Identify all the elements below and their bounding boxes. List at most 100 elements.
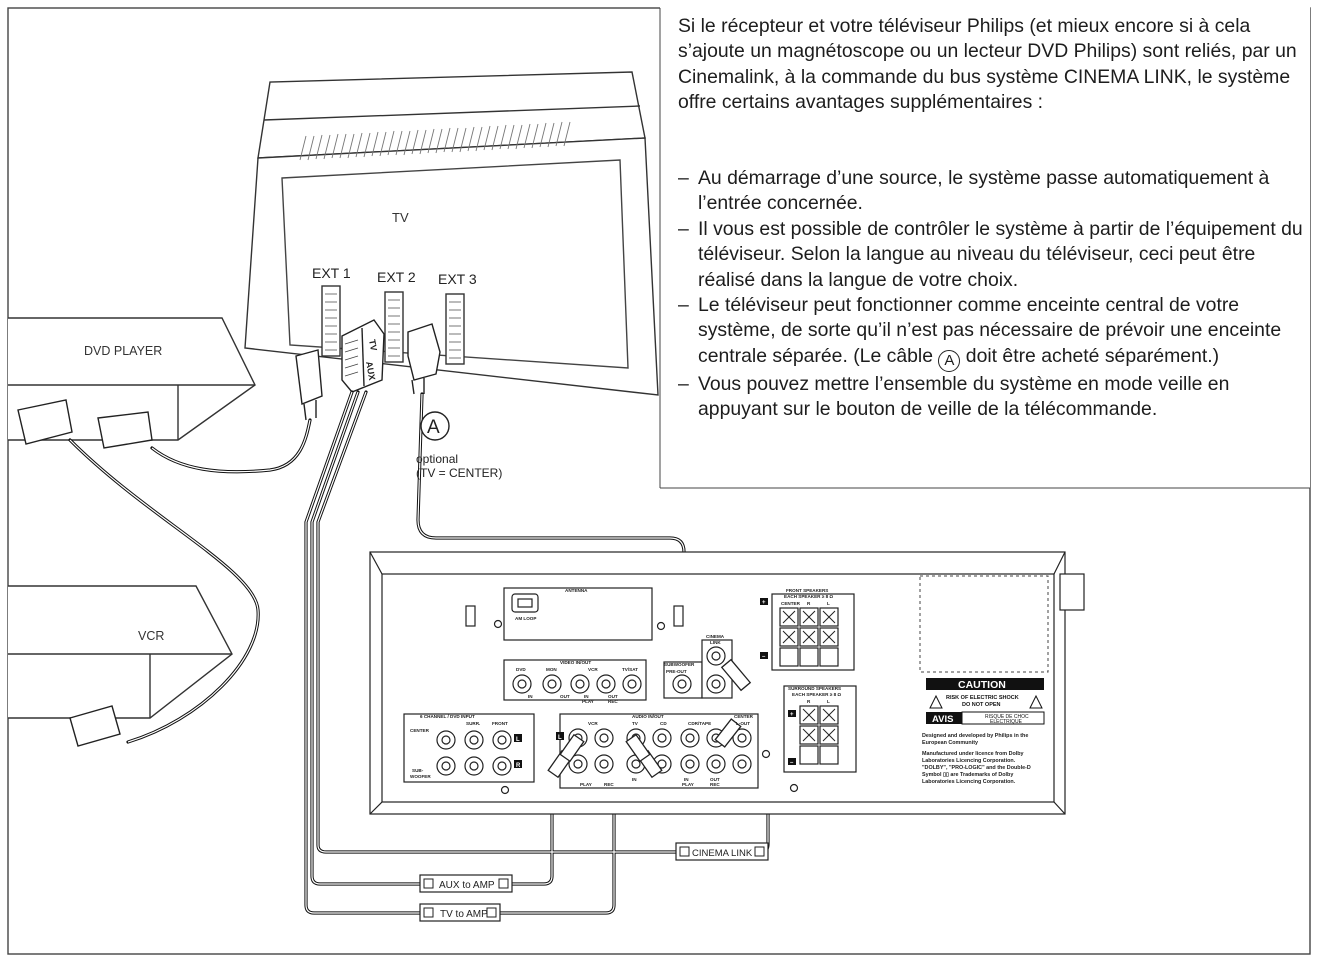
audio-tv-label: TV xyxy=(632,721,639,726)
subwoofer-label: SUBWOOFER xyxy=(664,662,695,667)
am-loop-label: AM LOOP xyxy=(515,616,536,621)
advantages-list: Au démarrage d’une source, le système pa… xyxy=(678,166,1308,423)
warning-icon xyxy=(1029,694,1043,709)
bullet-2-text: Il vous est possible de contrôler le sys… xyxy=(698,217,1303,291)
avis-line1: RISQUE DE CHOC xyxy=(985,714,1029,720)
list-item: Il vous est possible de contrôler le sys… xyxy=(678,217,1308,293)
front-speakers-label: FRONT SPEAKERS xyxy=(786,588,828,593)
ext3-label: EXT 3 xyxy=(438,271,477,287)
audio-play-label: PLAY xyxy=(682,782,694,787)
caution-line1: RISK OF ELECTRIC SHOCK xyxy=(946,695,1019,701)
ext2-label: EXT 2 xyxy=(377,269,416,285)
video-in-out-label: VIDEO IN/OUT xyxy=(560,660,591,665)
pre-out-label: PRE-OUT xyxy=(666,669,687,674)
cable-a-tv-center: (TV = CENTER) xyxy=(416,466,502,480)
audio-l: L xyxy=(558,735,562,741)
six-surr-label: SURR. xyxy=(466,721,480,726)
audio-out-label: OUT xyxy=(710,777,720,782)
avis-line2: ELECTRIQUE xyxy=(990,719,1023,725)
license-line4: Symbol ▯▯ are Trademarks of Dolby xyxy=(922,772,1013,778)
audio-rec-label: REC xyxy=(710,782,720,787)
surround-l-label: L xyxy=(827,699,830,704)
audio-vcr-rec-label: REC xyxy=(604,782,614,787)
front-center-label: CENTER xyxy=(781,601,801,606)
license-line2: Laboratories Licencing Corporation. xyxy=(922,758,1016,764)
six-ch-l-mark xyxy=(514,734,522,742)
link-label: LINK xyxy=(710,640,721,645)
tv-to-amp-tag: TV to AMP xyxy=(419,903,501,922)
bullet-1-text: Au démarrage d’une source, le système pa… xyxy=(698,167,1270,215)
video-out-label: OUT xyxy=(560,694,570,699)
surr-minus: – xyxy=(790,760,794,766)
ext3-plug xyxy=(407,323,441,395)
audio-in-play-label: IN xyxy=(684,777,689,782)
rca-plugs xyxy=(547,658,752,779)
l-out-label: L-OUT xyxy=(736,721,750,726)
video-dvd-label: DVD xyxy=(516,667,526,672)
six-ch-r-mark xyxy=(514,760,522,768)
scart-tv-label: TV xyxy=(367,339,379,352)
vcr-scart-plug xyxy=(69,705,121,747)
cable-a-marker: A xyxy=(427,417,440,438)
audio-cdr-label: CDR/TAPE xyxy=(688,721,711,726)
ext2-socket xyxy=(384,291,404,363)
center-out-label: CENTER xyxy=(734,714,754,719)
bullet-4-text: Vous pouvez mettre l’ensemble du système… xyxy=(698,372,1230,421)
license-line3: "DOLBY", "PRO-LOGIC" and the Double-D xyxy=(922,765,1031,771)
list-item: Le téléviseur peut fonctionner comme enc… xyxy=(678,293,1308,372)
front-minus: – xyxy=(762,654,766,660)
audio-vcr-label: VCR xyxy=(588,721,598,726)
vcr-label: VCR xyxy=(138,629,164,643)
vcr xyxy=(8,585,233,719)
tv-to-amp-label: TV to AMP xyxy=(440,909,488,920)
video-out-rec-label: OUT xyxy=(608,694,618,699)
dvd-to-tv-plug xyxy=(295,349,323,421)
audio-in-out-label: AUDIO IN/OUT xyxy=(632,714,664,719)
rear-label-area xyxy=(919,575,1049,673)
tv xyxy=(244,71,659,396)
video-in-play-label: IN xyxy=(584,694,589,699)
intro-paragraph: Si le récepteur et votre téléviseur Phil… xyxy=(678,15,1297,114)
antenna-label: ANTENNA xyxy=(565,588,588,593)
avis-text-box xyxy=(961,711,1045,725)
video-in-label: IN xyxy=(528,694,533,699)
cinema-label: CINEMA xyxy=(706,634,725,639)
list-item: Au démarrage d’une source, le système pa… xyxy=(678,166,1308,217)
six-center-label: CENTER xyxy=(410,728,430,733)
license-line1: Manufactured under licence from Dolby xyxy=(922,751,1024,757)
caution-title: CAUTION xyxy=(958,679,1006,691)
aux-to-amp-label: AUX to AMP xyxy=(439,880,495,891)
audio-vcr-play-label: PLAY xyxy=(580,782,592,787)
surr-plus-mark xyxy=(788,710,796,717)
cable-a-marker-circle xyxy=(420,411,450,441)
video-mon-label: MON xyxy=(546,667,557,672)
front-plus-mark xyxy=(760,598,768,605)
surround-speakers-label: SURROUND SPEAKERS xyxy=(788,686,841,691)
bullet-3-text-b: doit être acheté séparément.) xyxy=(965,344,1220,367)
audio-l-mark xyxy=(556,732,564,740)
avis-box xyxy=(926,712,962,724)
ext3-socket xyxy=(445,293,465,365)
aux-to-amp-tag: AUX to AMP xyxy=(419,874,513,893)
designed-line1: Designed and developed by Philips in the xyxy=(922,733,1028,739)
surr-plus: + xyxy=(790,712,794,718)
scart-aux-label: AUX xyxy=(364,361,377,381)
six-l: L xyxy=(516,737,520,743)
dvd-label: DVD PLAYER xyxy=(84,344,162,358)
ext1-label: EXT 1 xyxy=(312,265,351,281)
caution-line2: DO NOT OPEN xyxy=(962,702,1001,708)
surround-r-label: R xyxy=(807,699,811,704)
six-channel-label: 6 CHANNEL / DVD INPUT xyxy=(420,714,475,719)
video-tvsat-label: TV/SAT xyxy=(622,667,638,672)
caution-header xyxy=(926,678,1044,690)
tv-label: TV xyxy=(392,210,409,225)
front-each-label: EACH SPEAKER ≥ 8 Ω xyxy=(784,594,833,599)
front-plus: + xyxy=(762,600,766,606)
designed-line2: European Community xyxy=(922,740,978,746)
video-vcr-label: VCR xyxy=(588,667,598,672)
double-scart-plug xyxy=(341,319,385,393)
six-front-label: FRONT xyxy=(492,721,508,726)
cinema-link-label: CINEMA LINK xyxy=(692,848,753,859)
video-play-label: PLAY xyxy=(582,699,594,704)
